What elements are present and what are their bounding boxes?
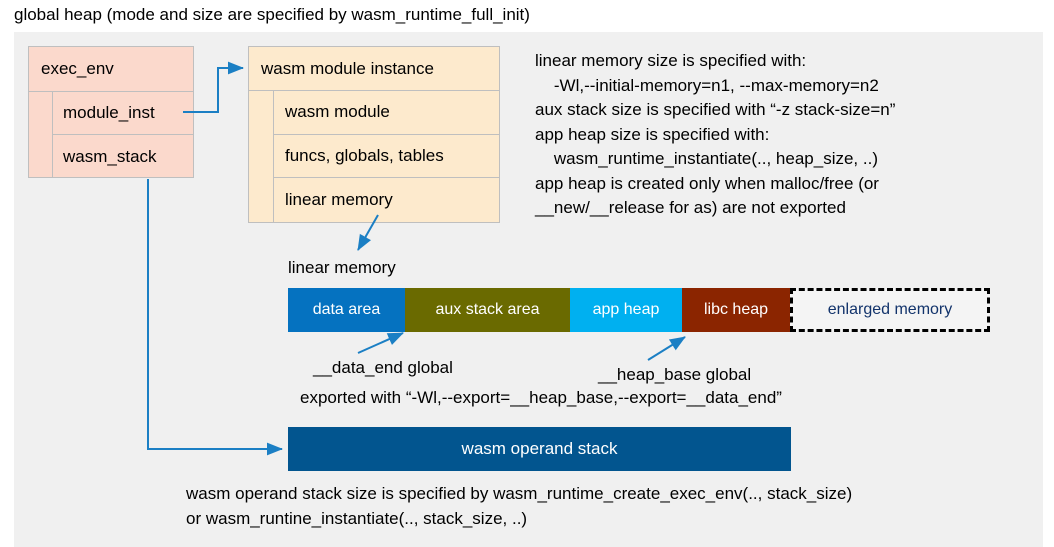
module-instance-fields: wasm module funcs, globals, tables linea… xyxy=(274,91,499,222)
memory-segment-libc-heap: libc heap xyxy=(682,288,790,332)
module-instance-field-funcs-globals-tables: funcs, globals, tables xyxy=(274,135,499,179)
module-instance-field-linear-memory: linear memory xyxy=(285,190,393,210)
module-instance-field-wasm-module: wasm module xyxy=(274,91,499,135)
memory-configuration-notes: linear memory size is specified with: -W… xyxy=(535,51,896,217)
exec-env-field-module-inst: module_inst xyxy=(53,92,193,135)
exec-env-fields: module_inst wasm_stack xyxy=(53,92,193,178)
module-instance-header: wasm module instance xyxy=(249,47,499,91)
exec-env-box: exec_env module_inst wasm_stack xyxy=(28,46,194,178)
linear-memory-bar: data area aux stack area app heap libc h… xyxy=(288,288,990,332)
memory-segment-aux-stack-area: aux stack area xyxy=(405,288,570,332)
memory-segment-enlarged-memory: enlarged memory xyxy=(790,288,990,332)
exec-env-fields-wrap: module_inst wasm_stack xyxy=(29,92,193,178)
annotation-heap-base-global: __heap_base global xyxy=(598,365,752,384)
memory-segment-app-heap: app heap xyxy=(570,288,682,332)
exec-env-header: exec_env xyxy=(29,47,193,92)
exec-env-indent-gutter xyxy=(29,92,53,178)
memory-segment-data-area: data area xyxy=(288,288,405,332)
wasm-operand-stack-box: wasm operand stack xyxy=(288,427,791,471)
page-title: global heap (mode and size are specified… xyxy=(14,5,530,24)
module-instance-fields-wrap: wasm module funcs, globals, tables linea… xyxy=(249,91,499,222)
annotation-data-end-global: __data_end global xyxy=(313,358,453,377)
exec-env-field-wasm-stack: wasm_stack xyxy=(63,146,157,166)
annotation-exported-with: exported with “-Wl,--export=__heap_base,… xyxy=(300,388,782,407)
wasm-module-instance-box: wasm module instance wasm module funcs, … xyxy=(248,46,500,223)
linear-memory-bar-label: linear memory xyxy=(288,258,396,277)
module-instance-indent-gutter xyxy=(249,91,274,222)
operand-stack-note: wasm operand stack size is specified by … xyxy=(186,484,853,528)
